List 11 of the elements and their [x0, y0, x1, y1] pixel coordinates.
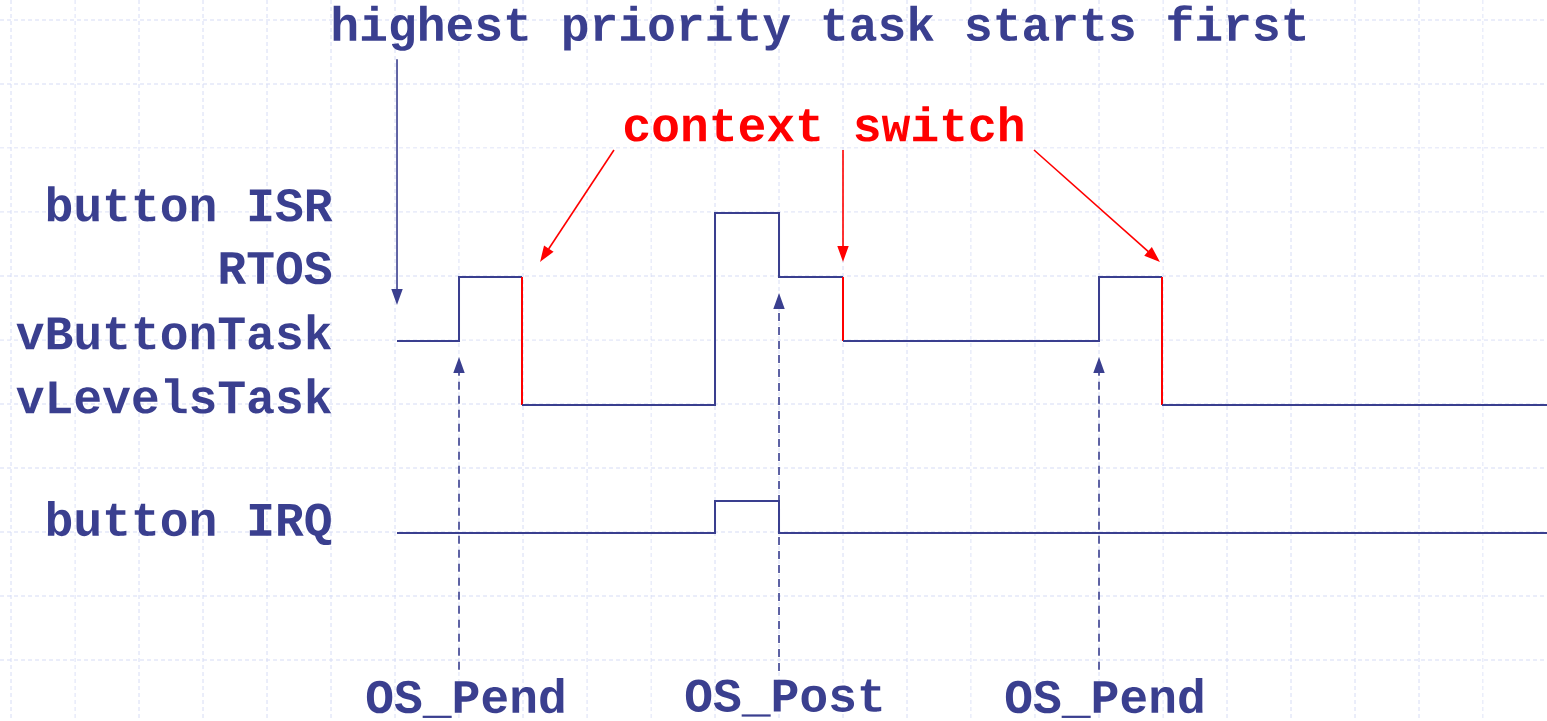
annotation-text: highest priority task starts first — [333, 5, 1305, 51]
waveform — [396, 212, 1547, 406]
annotation-text: OS_Pend — [1005, 678, 1203, 718]
annotation-text: OS_Post — [685, 679, 882, 717]
signal-label: button ISR — [47, 186, 333, 222]
signal-label: vLevelsTask — [16, 378, 332, 414]
annotation-text: context switch — [624, 106, 1023, 142]
signal-label: RTOS — [220, 251, 332, 285]
annotation-text: OS_Pend — [366, 678, 564, 718]
signal-label: button IRQ — [47, 500, 332, 546]
signal-label: vButtonTask — [16, 314, 332, 350]
